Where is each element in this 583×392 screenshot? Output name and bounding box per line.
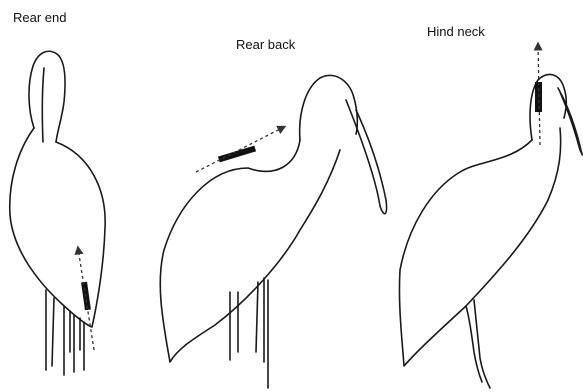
bird-back-bill <box>346 100 387 214</box>
bird-rear-body <box>10 128 105 327</box>
bird-rear-legs <box>46 290 84 375</box>
rear-back-tag <box>218 146 256 163</box>
rear-back-arrow <box>196 127 284 172</box>
bird-back-body <box>160 140 340 362</box>
bird-neck-legs <box>466 300 490 388</box>
bird-rear-neck <box>42 68 44 142</box>
bird-neck-body <box>399 128 560 366</box>
bird-rear-view <box>10 51 105 375</box>
bird-side-view-hind-neck <box>399 44 582 388</box>
bird-neck-bill <box>558 88 582 155</box>
bird-side-view-rear-back <box>160 75 386 388</box>
